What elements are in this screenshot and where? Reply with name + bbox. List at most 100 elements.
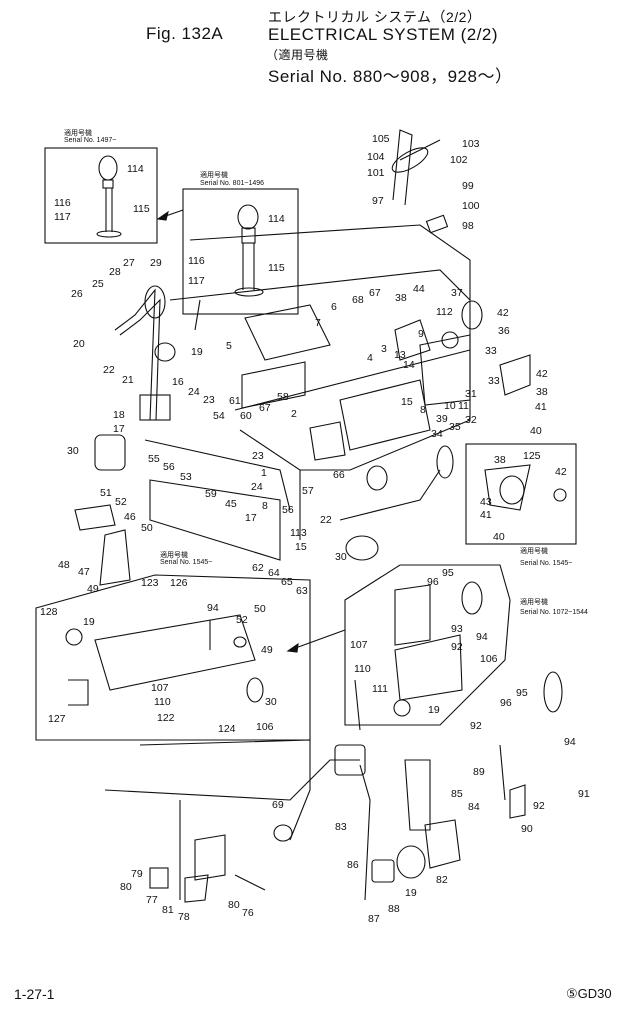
part-label-49b: 49 [261,644,273,656]
page-number: 1-27-1 [14,986,55,1002]
part-label-85: 84 [468,801,480,813]
box-right-mid-jp: 適用号機 [520,548,548,555]
part-label-97b: 95 [516,687,528,699]
part-label-43: 43 [480,496,492,508]
part-label-19b: 19 [83,616,95,628]
part-label-34: 34 [431,428,443,440]
part-label-111b: 107 [350,639,368,651]
part-label-117a: 115 [133,203,150,215]
part-label-47: 47 [78,566,90,578]
box-bottom-left-serial: Serial No. 1545~ [160,559,213,566]
part-label-114: 112 [436,306,453,318]
part-label-119a: 117 [54,211,71,223]
part-label-101: 99 [462,180,474,192]
part-label-106: 104 [367,151,385,163]
part-label-48: 48 [58,559,70,571]
part-label-118a: 116 [54,197,71,209]
part-label-37: 37 [451,287,463,299]
part-label-33b: 33 [488,375,500,387]
part-label-124: 126 [170,577,188,589]
part-label-30b: 30 [335,551,347,563]
box-right-lower-jp: 適用号機 [520,599,548,606]
part-label-44: 44 [413,283,425,295]
part-label-24a: 24 [188,386,200,398]
part-label-9: 9 [418,328,424,340]
part-label-6: 6 [331,301,337,313]
part-label-39: 39 [436,413,448,425]
part-label-68: 68 [352,294,364,306]
title-japanese: エレクトリカル システム（2/2） [268,9,482,25]
inset-box-work-lamp [344,564,511,726]
box-top-mid-serial: Serial No. 801~1496 [200,180,265,187]
part-label-116b: 114 [268,213,285,225]
part-label-122: 124 [218,723,236,735]
part-label-14: 14 [403,359,415,371]
part-label-33a: 33 [485,345,497,357]
part-label-55: 55 [148,453,160,465]
model-code: ⑤GD30 [566,986,612,1001]
part-label-107: 105 [372,133,390,145]
part-label-63: 63 [296,585,308,597]
part-labels: 105 103 104 102 101 99 97 100 98 114 116… [40,133,590,925]
part-label-22: 22 [103,364,115,376]
part-label-27: 27 [123,257,135,269]
part-label-7: 7 [315,317,321,329]
part-label-4: 4 [367,352,373,364]
part-label-26: 26 [71,288,83,300]
part-label-32: 32 [465,414,477,426]
part-label-30c: 30 [265,696,277,708]
part-label-1: 1 [261,467,267,479]
part-label-87: 86 [347,859,359,871]
box-right-lower-serial: Serial No. 1072~1544 [520,609,588,616]
part-label-45: 45 [225,498,237,510]
part-label-38c: 38 [494,454,506,466]
part-label-89: 88 [388,903,400,915]
part-label-41b: 41 [480,509,492,521]
box-top-mid-jp: 適用号機 [200,172,228,179]
part-label-57: 57 [302,485,314,497]
part-label-19d: 19 [405,887,417,899]
part-label-29: 29 [150,257,162,269]
part-label-83: 82 [436,874,448,886]
part-label-64: 64 [268,567,280,579]
part-label-119b: 117 [188,275,205,287]
part-label-99: 97 [372,195,384,207]
part-label-10: 10 [444,400,456,412]
part-label-22b: 22 [320,514,332,526]
part-label-112a: 110 [154,696,171,708]
part-label-23a: 23 [203,394,215,406]
part-label-115: 113 [290,527,307,539]
part-label-112b: 110 [354,663,371,675]
part-label-35: 35 [449,421,461,433]
part-label-93: 92 [533,800,545,812]
part-label-17b: 17 [245,512,257,524]
title-english: ELECTRICAL SYSTEM (2/2) [268,25,499,44]
part-label-8: 8 [420,404,426,416]
part-label-110a: 106 [256,721,274,733]
part-label-105: 103 [462,138,480,150]
part-label-24b: 24 [251,481,263,493]
part-label-76: 76 [242,907,254,919]
part-label-56: 56 [163,461,175,473]
applicable-label: （適用号機 [266,48,329,62]
part-label-3: 3 [381,343,387,355]
part-label-79: 79 [131,868,143,880]
part-label-118b: 116 [188,255,205,267]
part-label-15a: 15 [401,396,413,408]
part-label-104: 102 [450,154,468,166]
part-label-88: 87 [368,913,380,925]
part-label-82: 81 [162,904,174,916]
part-label-30a: 30 [67,445,79,457]
part-label-36: 36 [498,325,510,337]
part-label-50b: 50 [254,603,266,615]
part-label-91: 90 [521,823,533,835]
part-label-38a: 38 [395,292,407,304]
inset-box-beacon-old [182,188,299,315]
part-label-15b: 15 [295,541,307,553]
part-label-81: 80 [228,899,240,911]
part-label-21: 21 [122,374,134,386]
part-label-40b: 40 [493,531,505,543]
figure-number: Fig. 132A [146,24,224,43]
part-label-52: 52 [115,496,127,508]
